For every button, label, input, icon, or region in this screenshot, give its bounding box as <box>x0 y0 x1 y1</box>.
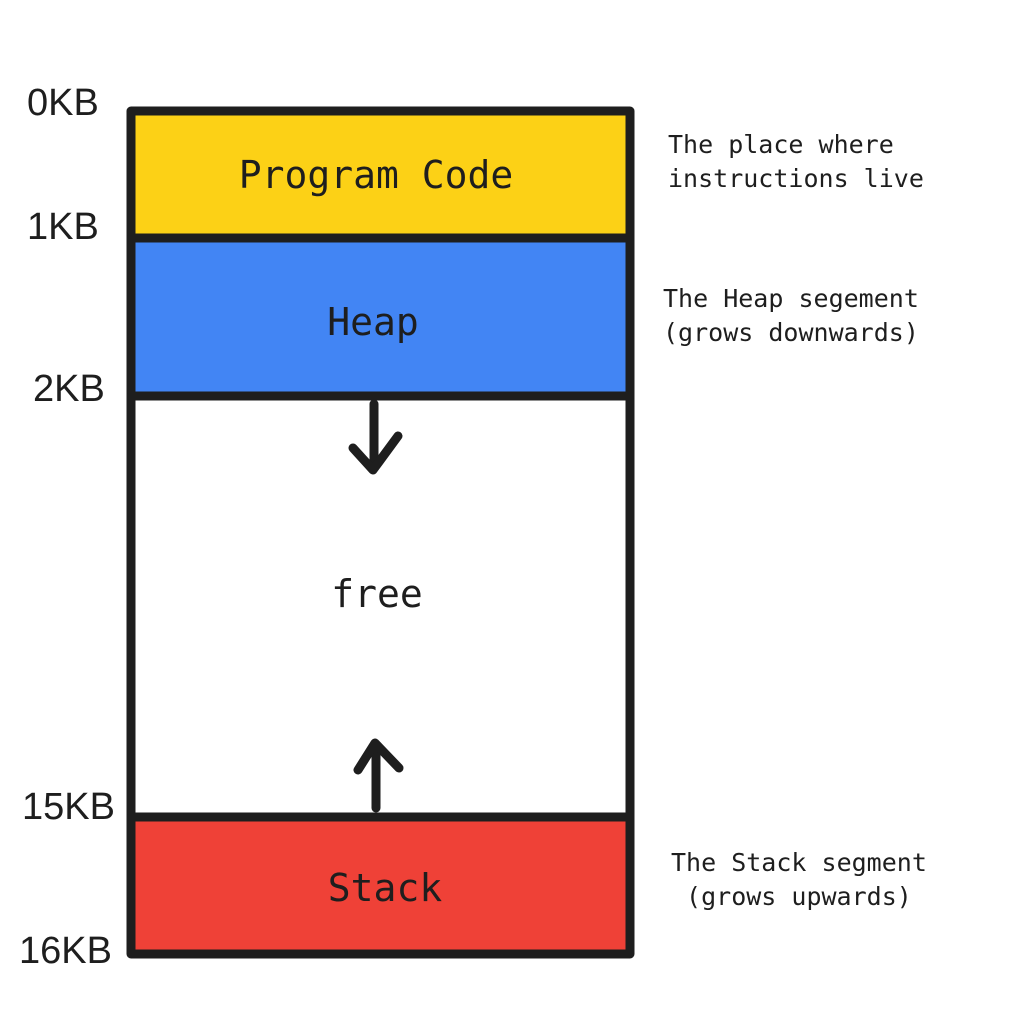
heap-note-line-1: The Heap segement <box>663 284 919 313</box>
program-code-segment <box>131 111 630 238</box>
stack-note-line-2: (grows upwards) <box>686 882 912 911</box>
program-code-note-line-1: The place where <box>668 130 894 159</box>
address-0kb: 0KB <box>27 82 99 124</box>
program-code-note: The place where instructions live <box>668 128 924 196</box>
heap-note-line-2: (grows downwards) <box>663 318 919 347</box>
address-16kb: 16KB <box>19 930 112 972</box>
memory-outline <box>126 106 635 959</box>
address-15kb: 15KB <box>22 786 115 828</box>
free-label: free <box>331 572 423 616</box>
arrow-up-icon <box>353 738 404 813</box>
arrow-down-icon <box>348 399 403 475</box>
segment-borders <box>126 106 635 959</box>
stack-note-line-1: The Stack segment <box>671 848 927 877</box>
stack-label: Stack <box>327 866 443 910</box>
heap-label: Heap <box>327 300 419 344</box>
stack-note: The Stack segment (grows upwards) <box>671 846 927 914</box>
heap-segment <box>131 238 630 396</box>
program-code-label: Program Code <box>238 153 514 197</box>
stack-segment <box>131 817 630 954</box>
program-code-note-line-2: instructions live <box>668 164 924 193</box>
address-1kb: 1KB <box>27 206 99 248</box>
address-2kb: 2KB <box>33 368 105 410</box>
heap-note: The Heap segement (grows downwards) <box>663 282 919 350</box>
